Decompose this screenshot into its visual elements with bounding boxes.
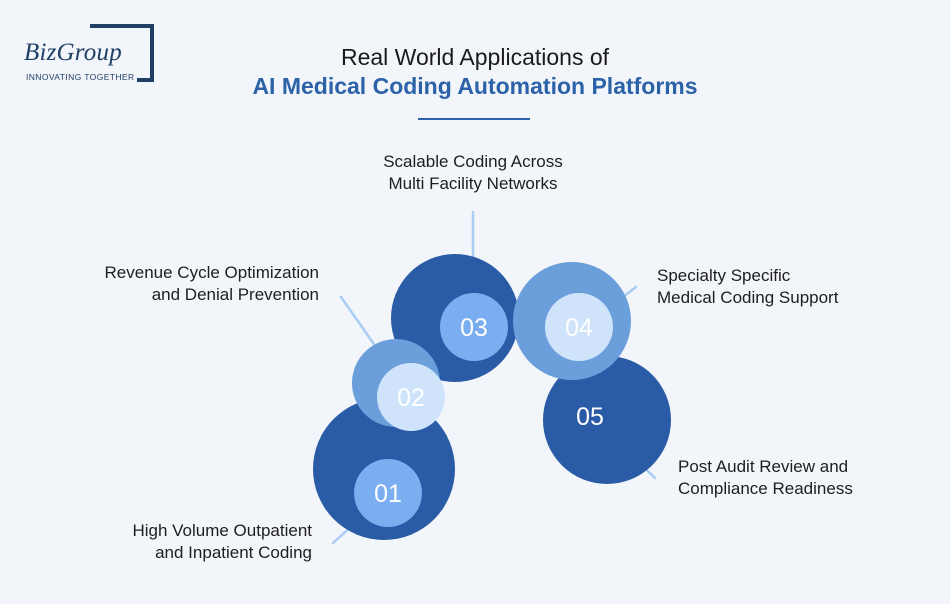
label-item-02: Revenue Cycle Optimization and Denial Pr… (60, 262, 319, 306)
label-item-04-line-2: Medical Coding Support (657, 288, 839, 307)
number-03: 03 (460, 314, 488, 342)
circle-inner-05 (556, 382, 624, 450)
label-item-03-line-1: Scalable Coding Across (383, 152, 563, 171)
number-02: 02 (397, 384, 425, 412)
label-item-01-line-1: High Volume Outpatient (132, 521, 312, 540)
circle-inner-02 (377, 363, 445, 431)
number-04: 04 (565, 314, 593, 342)
label-item-04: Specialty Specific Medical Coding Suppor… (657, 265, 897, 309)
number-01: 01 (374, 480, 402, 508)
title-line-2: AI Medical Coding Automation Platforms (252, 73, 698, 99)
number-05: 05 (576, 403, 604, 431)
label-item-02-line-1: Revenue Cycle Optimization (104, 263, 319, 282)
logo-tagline: INNOVATING TOGETHER (26, 72, 137, 82)
circle-inner-03 (440, 293, 508, 361)
title-line-1: Real World Applications of (340, 44, 610, 70)
circle-inner-04 (545, 293, 613, 361)
logo-wordmark: BizGroup (22, 39, 124, 67)
label-item-03-line-2: Multi Facility Networks (388, 174, 558, 193)
bizgroup-logo: BizGroup INNOVATING TOGETHER (22, 24, 162, 86)
label-item-03: Scalable Coding Across Multi Facility Ne… (353, 151, 593, 195)
label-item-02-line-2: and Denial Prevention (151, 285, 319, 304)
label-item-04-line-1: Specialty Specific (657, 266, 791, 285)
label-item-01-line-2: and Inpatient Coding (155, 543, 312, 562)
label-item-05-line-1: Post Audit Review and (678, 457, 849, 476)
label-item-05: Post Audit Review and Compliance Readine… (678, 456, 908, 500)
label-item-01: High Volume Outpatient and Inpatient Cod… (90, 520, 312, 564)
circle-inner-01 (354, 459, 422, 527)
label-item-05-line-2: Compliance Readiness (678, 479, 853, 498)
title-underline (418, 118, 530, 120)
